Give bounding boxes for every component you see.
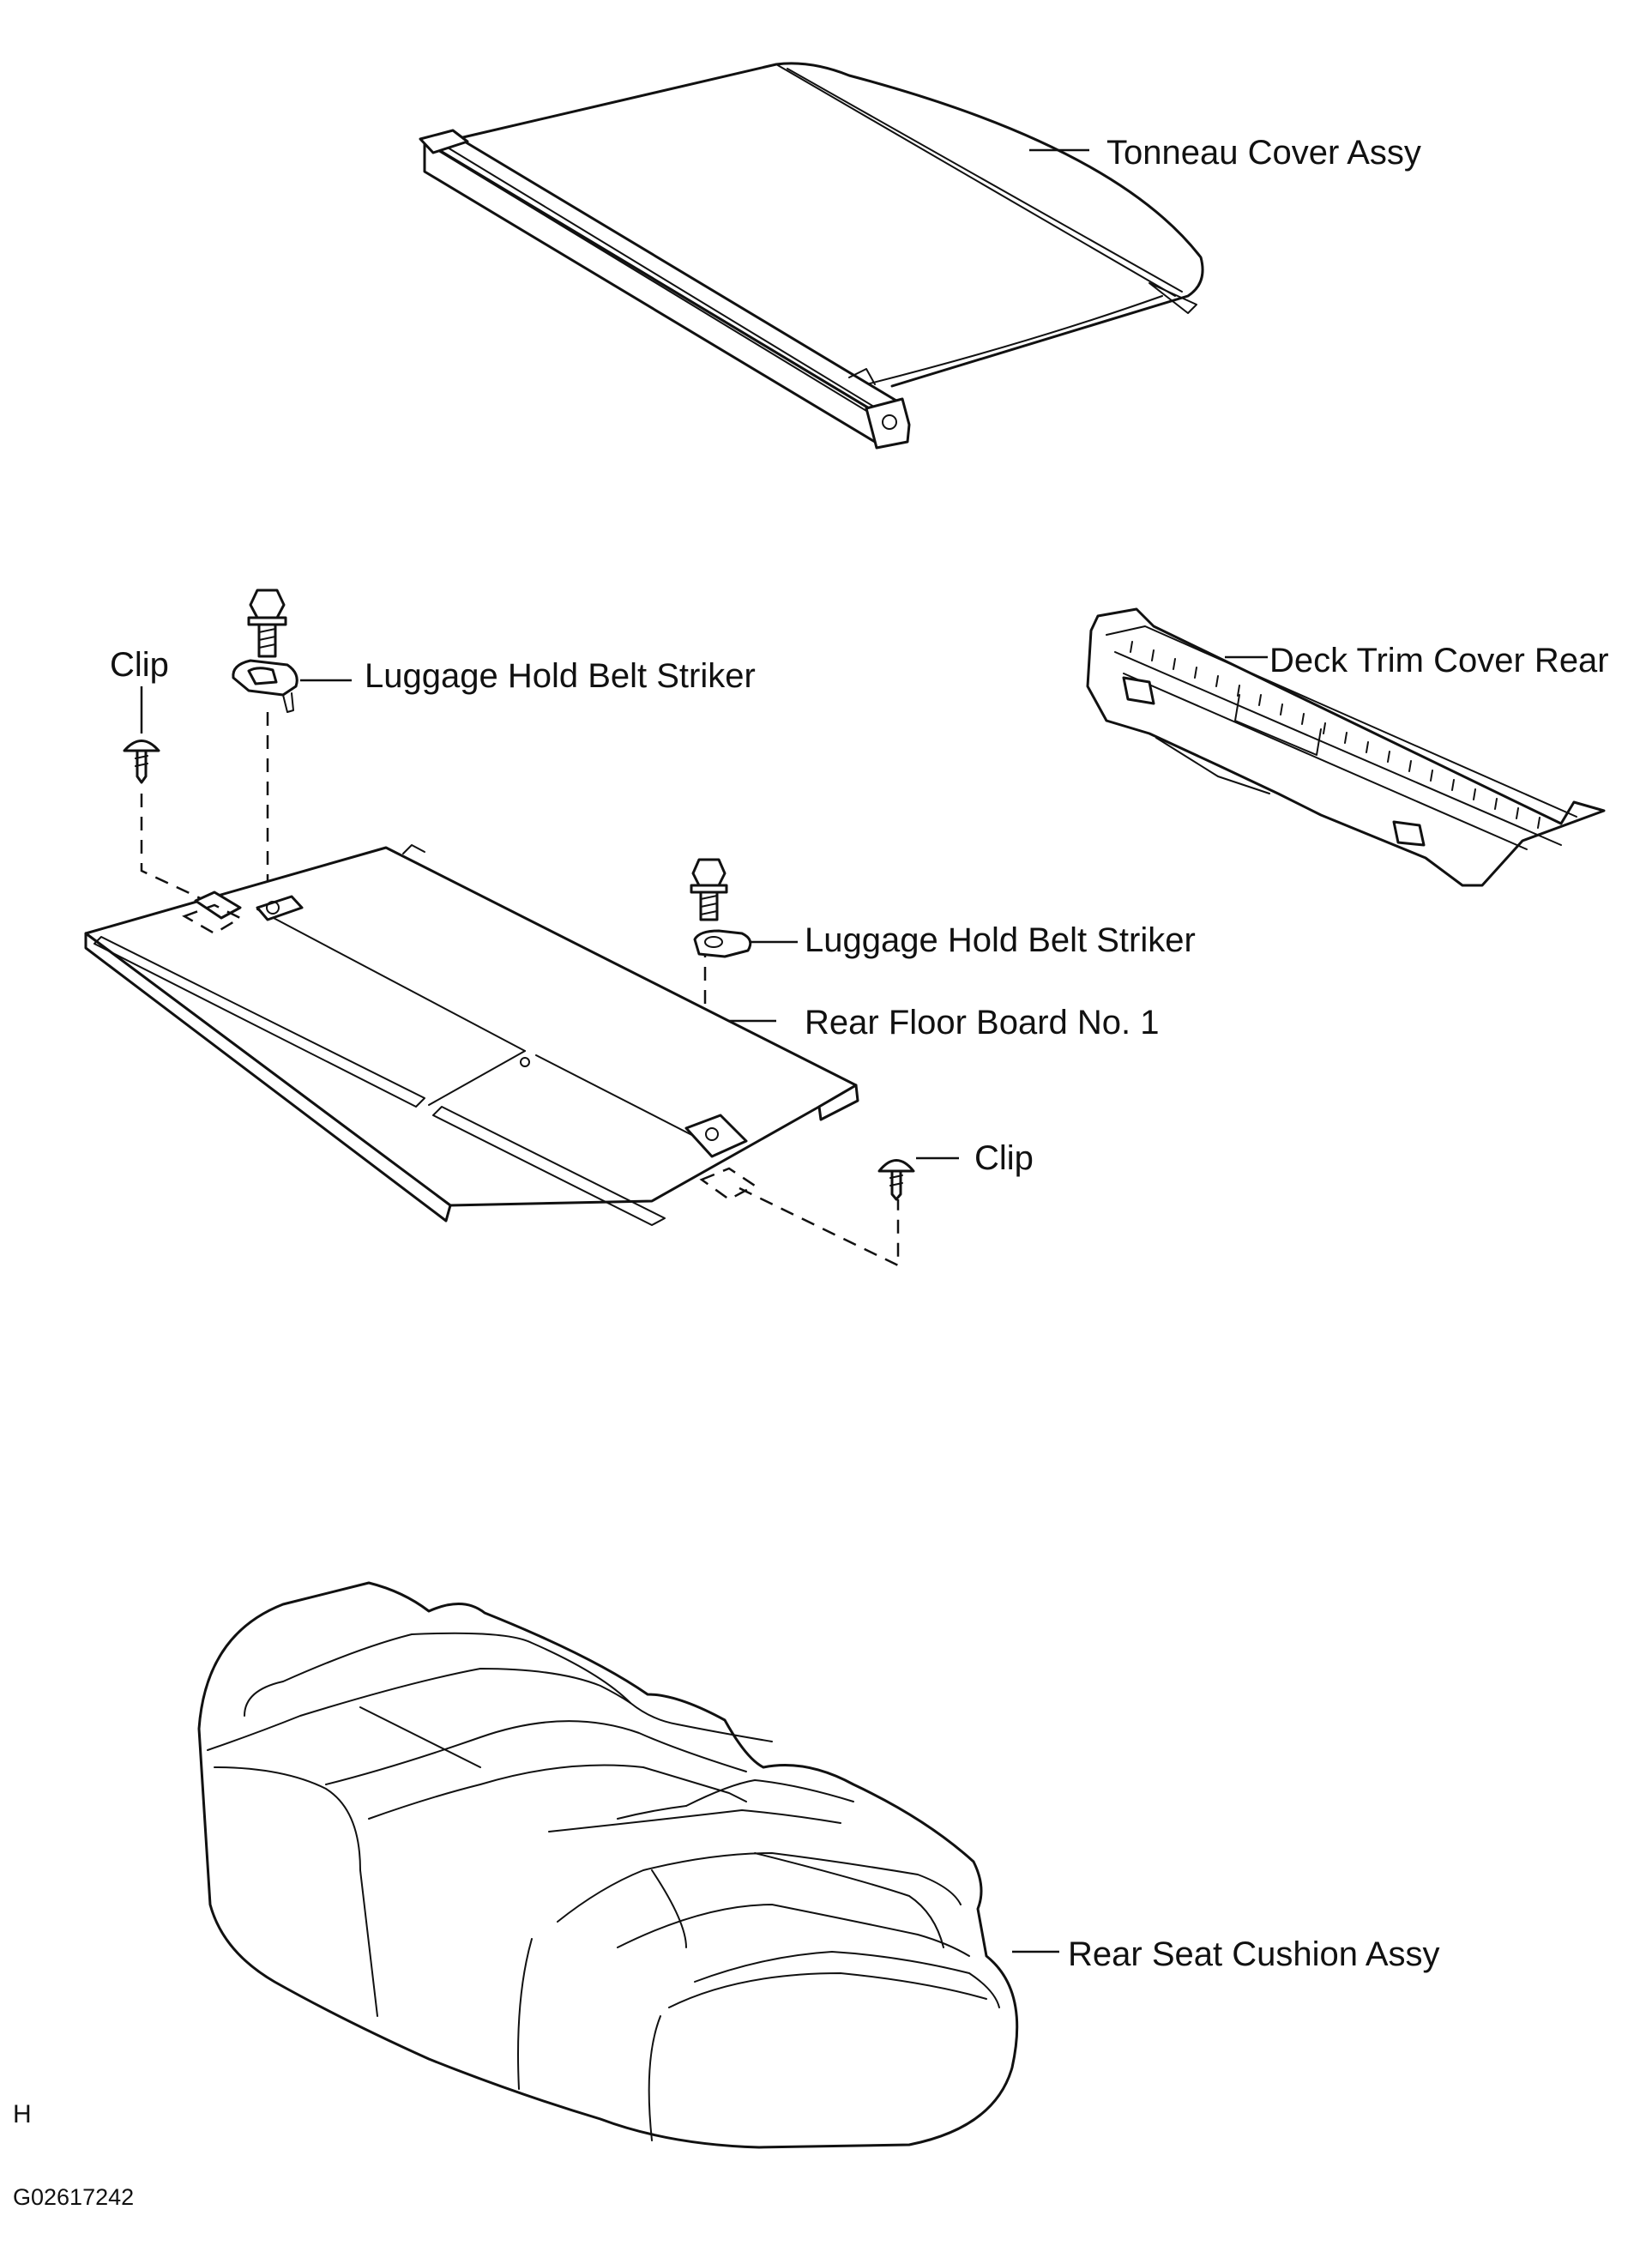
seat-cushion-drawing <box>197 1581 1019 2149</box>
label-seat-cushion: Rear Seat Cushion Assy <box>1068 1935 1440 1973</box>
clip-right-drawing <box>877 1156 959 1201</box>
label-deck-trim-cover: Deck Trim Cover Rear <box>1269 642 1609 679</box>
view-letter: H <box>13 2100 32 2128</box>
striker-left-drawing <box>232 589 352 713</box>
label-striker-left: Luggage Hold Belt Striker <box>365 657 756 695</box>
deck-trim-cover-drawing <box>1086 607 1606 887</box>
label-striker-right: Luggage Hold Belt Striker <box>805 921 1196 959</box>
label-tonneau-cover: Tonneau Cover Assy <box>1106 134 1421 172</box>
floor-board-drawing <box>84 844 859 1226</box>
label-clip-right: Clip <box>974 1139 1034 1177</box>
label-clip-left: Clip <box>110 646 169 684</box>
figure-code: G02617242 <box>13 2184 135 2210</box>
clip-left-drawing <box>123 686 160 784</box>
tonneau-cover-drawing <box>419 62 1204 450</box>
striker-right-drawing <box>690 858 798 958</box>
label-floor-board: Rear Floor Board No. 1 <box>805 1004 1160 1041</box>
